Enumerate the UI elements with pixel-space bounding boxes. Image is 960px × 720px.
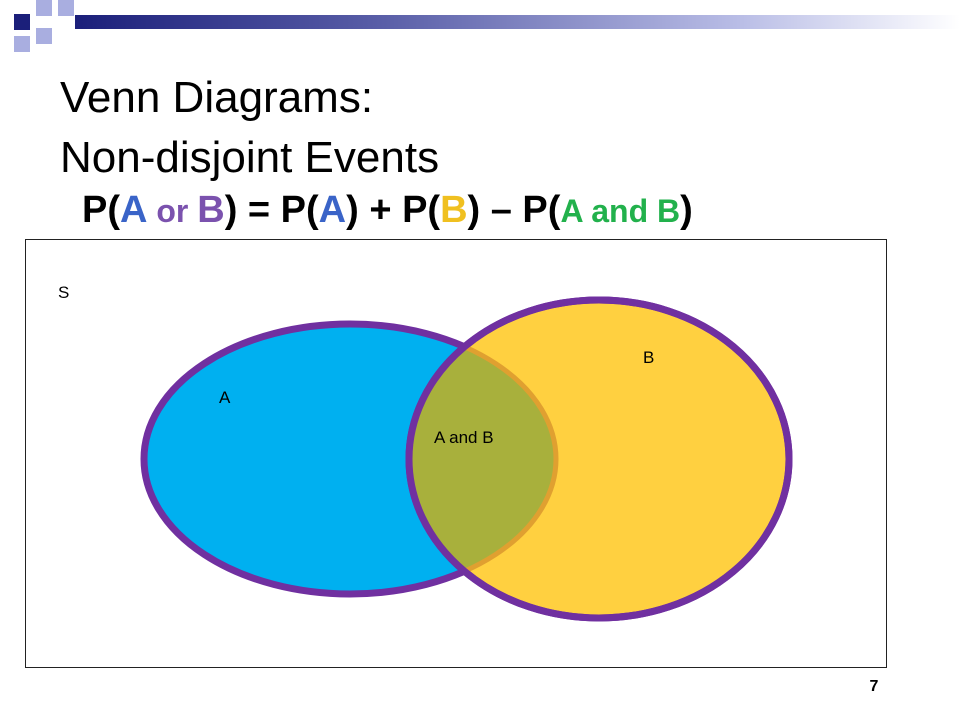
venn-diagram: S A B A and B (58, 283, 793, 622)
formula-event-a: A (318, 189, 347, 231)
formula-text: ) + P( (346, 189, 441, 231)
formula-event-b: B (440, 189, 468, 231)
formula-a-and-b: A and B (560, 193, 681, 229)
header-square-navy (14, 14, 30, 30)
sample-space-label: S (58, 283, 69, 302)
probability-formula: P(A or B) = P(A) + P(B) – P(A and B) (82, 186, 693, 235)
slide-title: Venn Diagrams: Non-disjoint Events (60, 68, 439, 188)
formula-text: ) (680, 189, 693, 231)
formula-text: P( (82, 189, 120, 231)
set-b-label: B (643, 348, 654, 367)
header-square-lavender (58, 0, 74, 16)
formula-text: ) – P( (467, 189, 561, 231)
header-square-lavender (14, 36, 30, 52)
header-decoration (14, 0, 960, 52)
header-gradient-bar (75, 15, 960, 29)
formula-event-a: A (120, 189, 148, 231)
intersection-label: A and B (434, 428, 494, 447)
page-number: 7 (869, 678, 879, 695)
formula-text: ) = P( (224, 189, 319, 231)
intersection-region (409, 321, 559, 597)
title-line-1: Venn Diagrams: (60, 73, 374, 122)
formula-event-b: B (197, 189, 225, 231)
title-line-2: Non-disjoint Events (60, 133, 440, 182)
header-square-lavender (36, 0, 52, 16)
set-b-outline (405, 296, 793, 622)
sample-space-box: S A B A and B (25, 239, 887, 668)
formula-or: or (147, 193, 198, 229)
header-square-lavender (36, 28, 52, 44)
set-a-label: A (219, 388, 231, 407)
